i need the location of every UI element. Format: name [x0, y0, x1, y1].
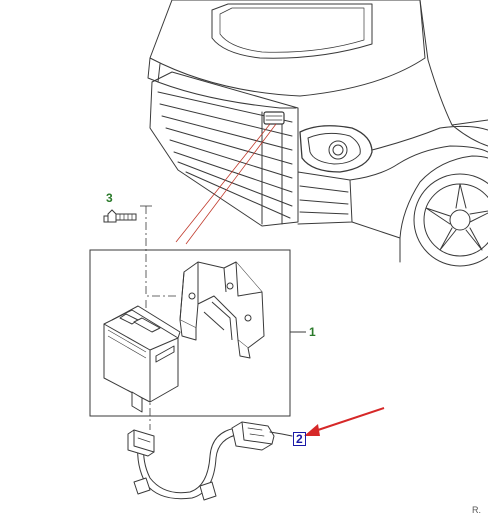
headlight	[299, 125, 373, 173]
callout-label-1: 1	[309, 325, 316, 339]
connector-right	[231, 421, 293, 451]
wiring-harness-part-2	[127, 421, 293, 501]
alignment-centerlines	[145, 206, 178, 430]
callout-label-3: 3	[106, 191, 113, 205]
callout-label-2[interactable]: 2	[293, 432, 306, 446]
location-leader-lines	[175, 123, 277, 245]
harness-clip-2	[199, 481, 217, 501]
front-wheel	[413, 173, 488, 267]
detail-frame	[89, 249, 291, 417]
harness-clip-1	[133, 477, 151, 495]
connector-left	[127, 429, 155, 457]
hood-outline	[149, 0, 426, 97]
control-module-part-1	[103, 305, 181, 413]
diagram-reference-code: R.	[472, 505, 481, 515]
module-mounting-bracket	[179, 261, 265, 359]
grille-sensor-mount	[263, 111, 285, 125]
grille-frame	[149, 71, 299, 227]
bolt-part-3	[103, 209, 137, 223]
vehicle-front-illustration	[147, 0, 488, 267]
front-fender	[371, 125, 488, 151]
pointer-arrow	[304, 407, 385, 436]
hood-panel-center	[211, 3, 373, 59]
